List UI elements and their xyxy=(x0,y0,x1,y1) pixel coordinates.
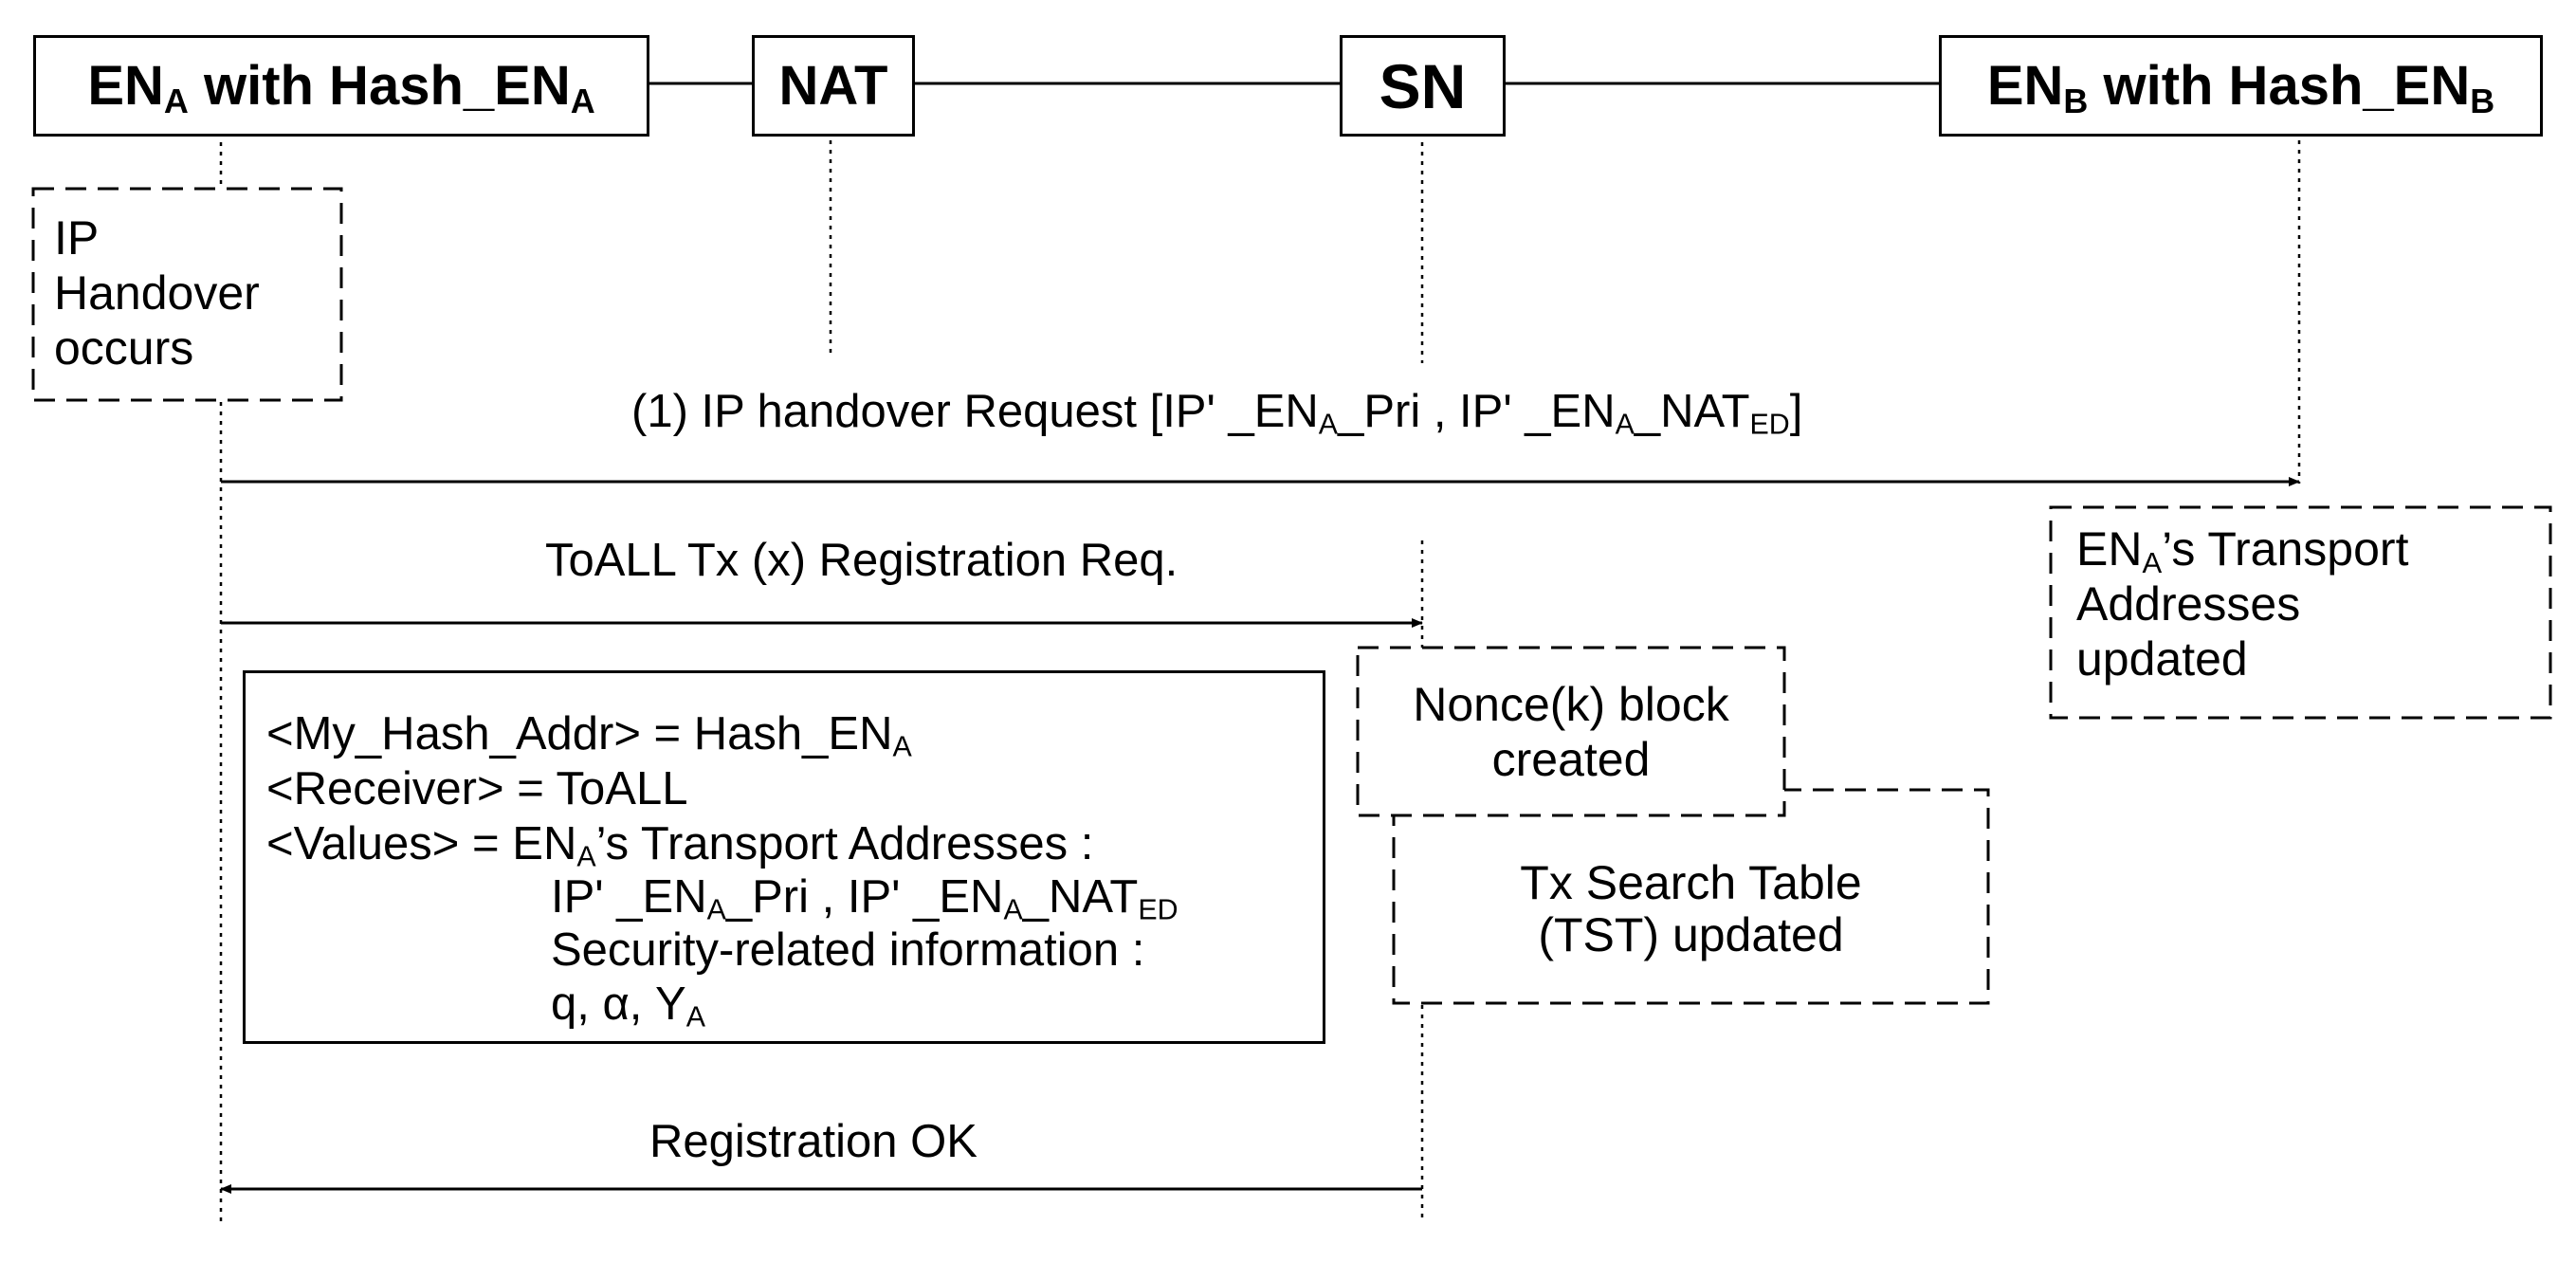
note-ip-handover-line1: IP xyxy=(54,211,100,265)
note-tst: Tx Search Table (TST) updated xyxy=(1394,815,1988,1003)
info-values: <Values> = ENA’s Transport Addresses : xyxy=(266,818,1094,873)
info-security-label: Security-related information : xyxy=(551,924,1145,976)
registration-info-box: <My_Hash_Addr> = Hash_ENA <Receiver> = T… xyxy=(243,670,1325,1044)
note-transport-updated: ENA’s Transport Addresses updated xyxy=(2076,521,2408,686)
info-my-hash-addr: <My_Hash_Addr> = Hash_ENA xyxy=(266,708,912,763)
note-nonce: Nonce(k) block created xyxy=(1358,648,1784,815)
note-box-transport-updated xyxy=(2049,505,2552,720)
message-registration-request: ToALL Tx (x) Registration Req. xyxy=(545,535,1178,586)
message-ip-handover-request: (1) IP handover Request [IP' _ENA_Pri , … xyxy=(631,386,1803,441)
note-ip-handover-line3: occurs xyxy=(54,321,194,375)
note-transport-line2: Addresses xyxy=(2076,577,2301,631)
entity-nat-label: NAT xyxy=(778,55,888,117)
note-box-nonce xyxy=(1356,646,1786,817)
entity-en-a-label: ENA with Hash_ENA xyxy=(87,55,595,120)
message-registration-ok: Registration OK xyxy=(649,1116,977,1167)
note-tst-line2: (TST) updated xyxy=(1538,908,1844,961)
note-tst-line1: Tx Search Table xyxy=(1520,856,1862,909)
note-ip-handover-line2: Handover xyxy=(54,266,260,320)
info-transport-addresses: IP' _ENA_Pri , IP' _ENA_NATED xyxy=(551,871,1178,926)
entity-sn-label: SN xyxy=(1379,50,1467,121)
info-security-values: q, α, YA xyxy=(551,979,705,1033)
note-transport-line1: ENA’s Transport xyxy=(2076,522,2409,579)
entity-nat: NAT xyxy=(752,35,915,137)
note-transport-line3: updated xyxy=(2076,632,2248,686)
info-receiver: <Receiver> = ToALL xyxy=(266,763,688,814)
note-nonce-line1: Nonce(k) block xyxy=(1413,677,1729,731)
entity-en-a: ENA with Hash_ENA xyxy=(33,35,649,137)
note-box-ip-handover xyxy=(31,187,343,402)
note-ip-handover: IP Handover occurs xyxy=(54,210,260,375)
entity-en-b-label: ENB with Hash_ENB xyxy=(1986,55,2495,120)
entity-en-b: ENB with Hash_ENB xyxy=(1939,35,2543,137)
note-nonce-line2: created xyxy=(1491,732,1651,786)
entity-sn: SN xyxy=(1340,35,1506,137)
